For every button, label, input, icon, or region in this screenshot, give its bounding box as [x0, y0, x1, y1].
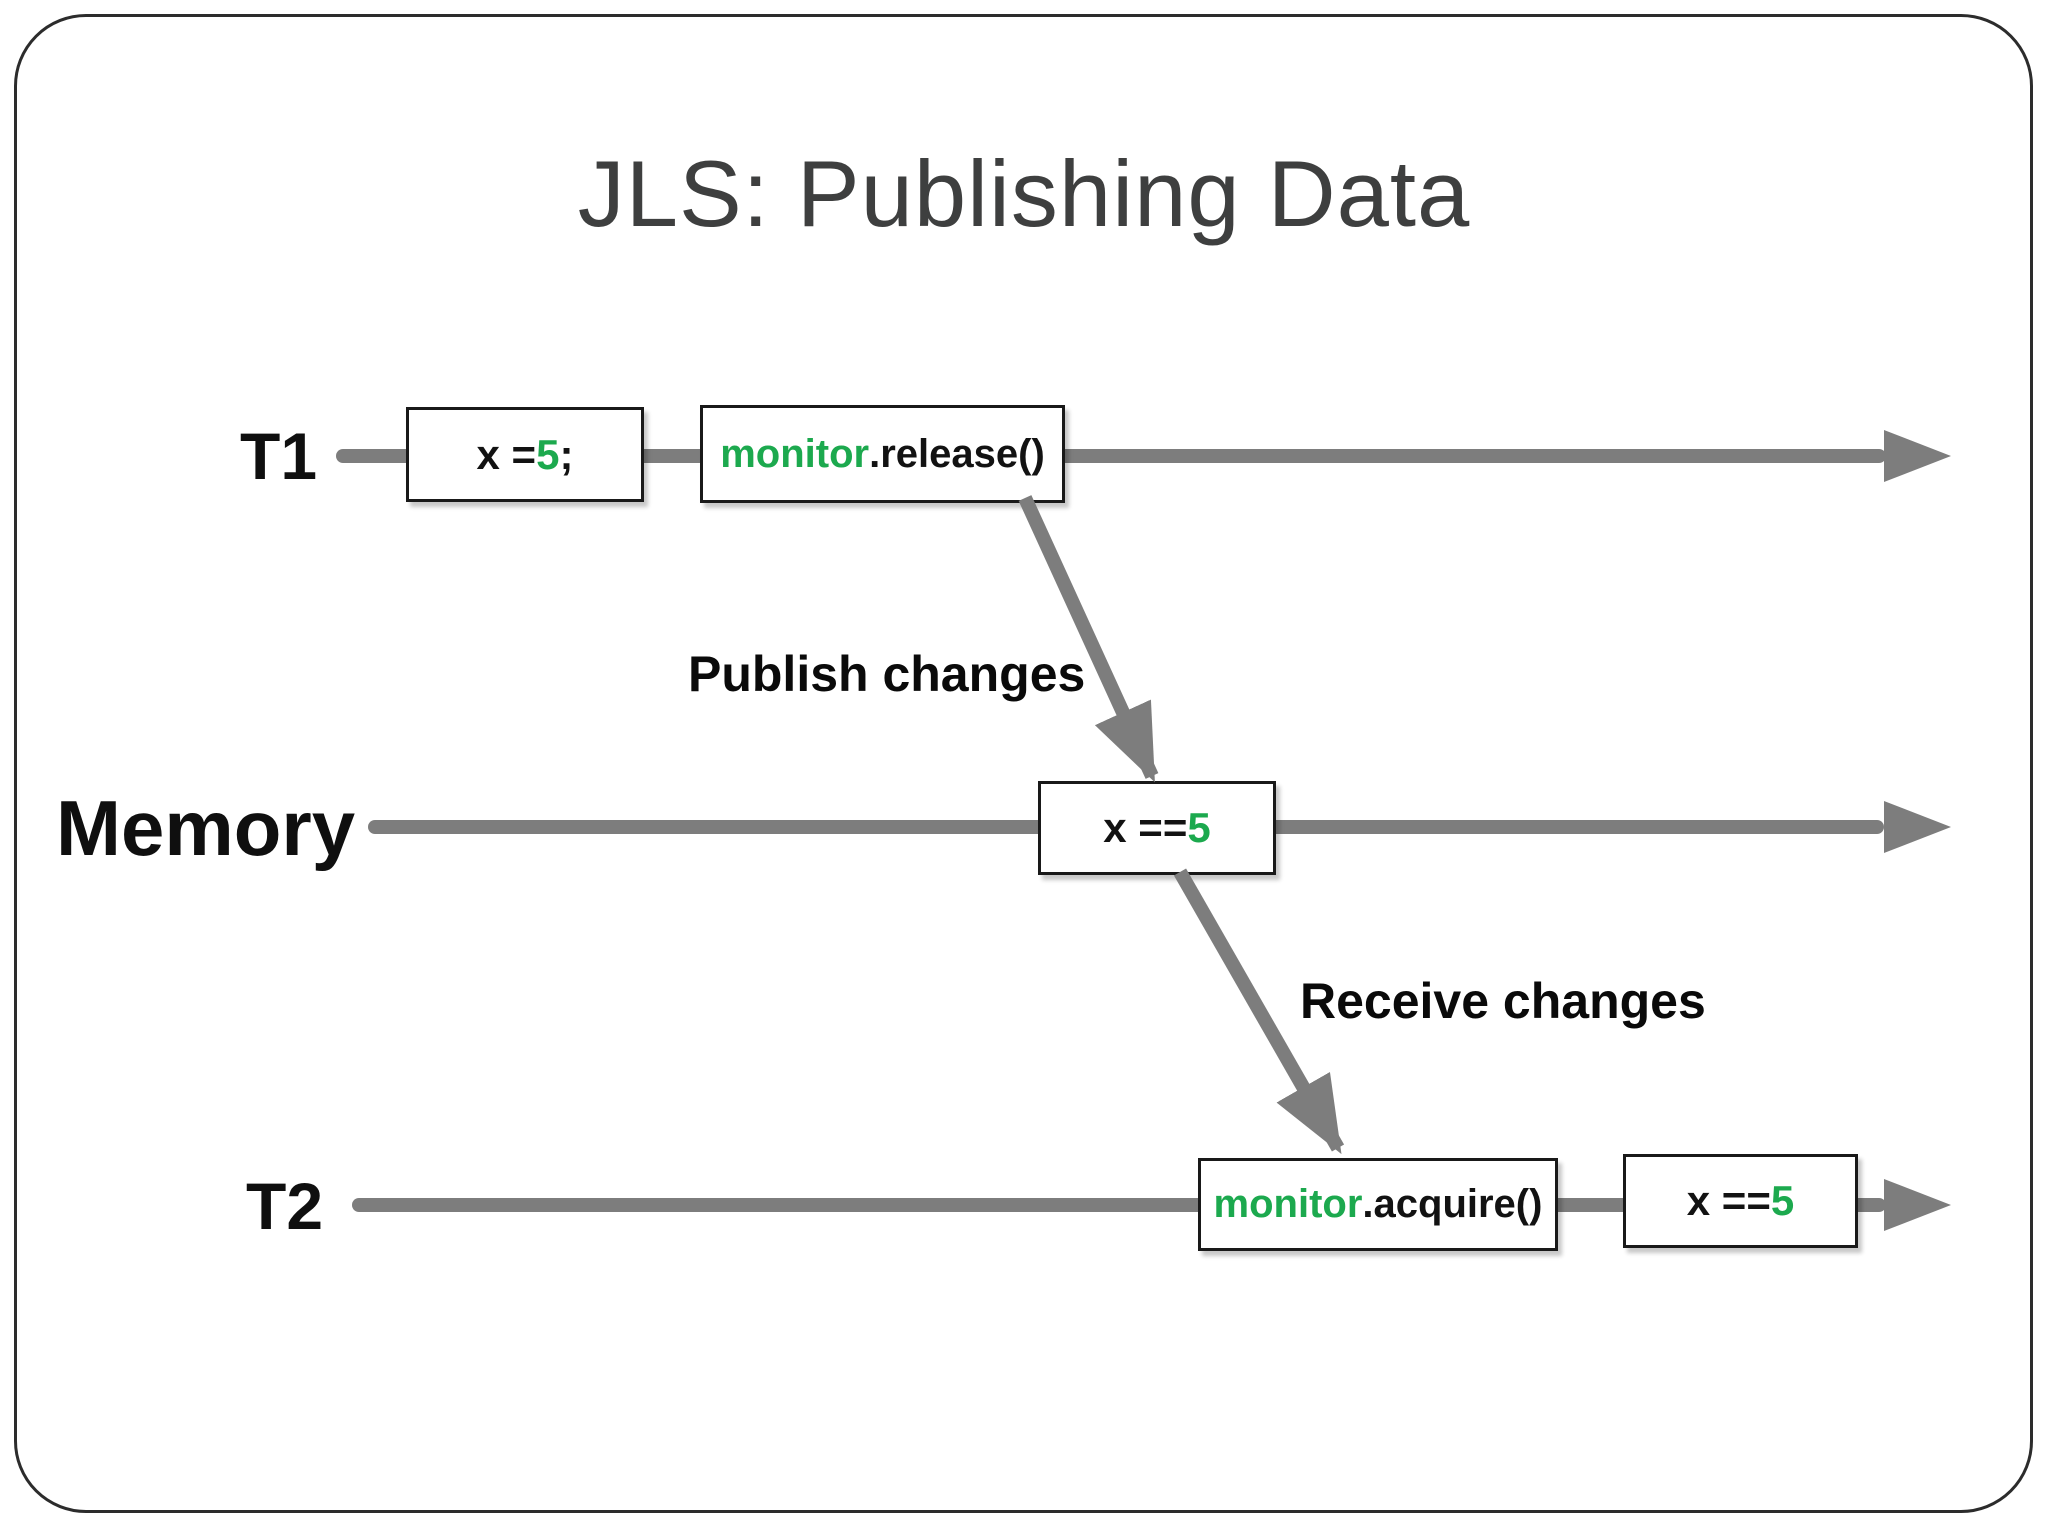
acquire-object: monitor [1213, 1182, 1363, 1226]
memory-pre: x == [1103, 804, 1188, 851]
assign-value: 5 [536, 430, 560, 478]
t1-assign-box: x = 5; [406, 407, 644, 502]
t2-value-pre: x == [1686, 1177, 1771, 1224]
t2-lane-label: T2 [246, 1169, 324, 1243]
t2-value: 5 [1770, 1177, 1795, 1224]
memory-value-box: x == 5 [1038, 781, 1276, 875]
memory-timeline-arrowhead-icon [1884, 801, 1951, 853]
t2-value-box: x == 5 [1623, 1154, 1858, 1248]
memory-lane-label: Memory [56, 784, 356, 872]
slide-title: JLS: Publishing Data [577, 141, 1471, 246]
slide-frame [14, 14, 2033, 1513]
t1-release-box: monitor.release() [700, 405, 1065, 503]
t1-timeline-arrowhead-icon [1884, 430, 1951, 482]
release-call: .release() [869, 431, 1045, 476]
publish-changes-label: Publish changes [688, 646, 1086, 702]
release-object: monitor [720, 431, 870, 476]
t2-timeline-arrowhead-icon [1884, 1179, 1951, 1231]
receive-changes-label: Receive changes [1300, 973, 1706, 1029]
t1-lane-label: T1 [240, 419, 318, 493]
assign-post: ; [559, 430, 574, 478]
acquire-call: .acquire() [1362, 1182, 1543, 1226]
t2-acquire-box: monitor.acquire() [1198, 1158, 1558, 1251]
assign-pre: x = [476, 430, 537, 478]
memory-value: 5 [1187, 804, 1211, 851]
